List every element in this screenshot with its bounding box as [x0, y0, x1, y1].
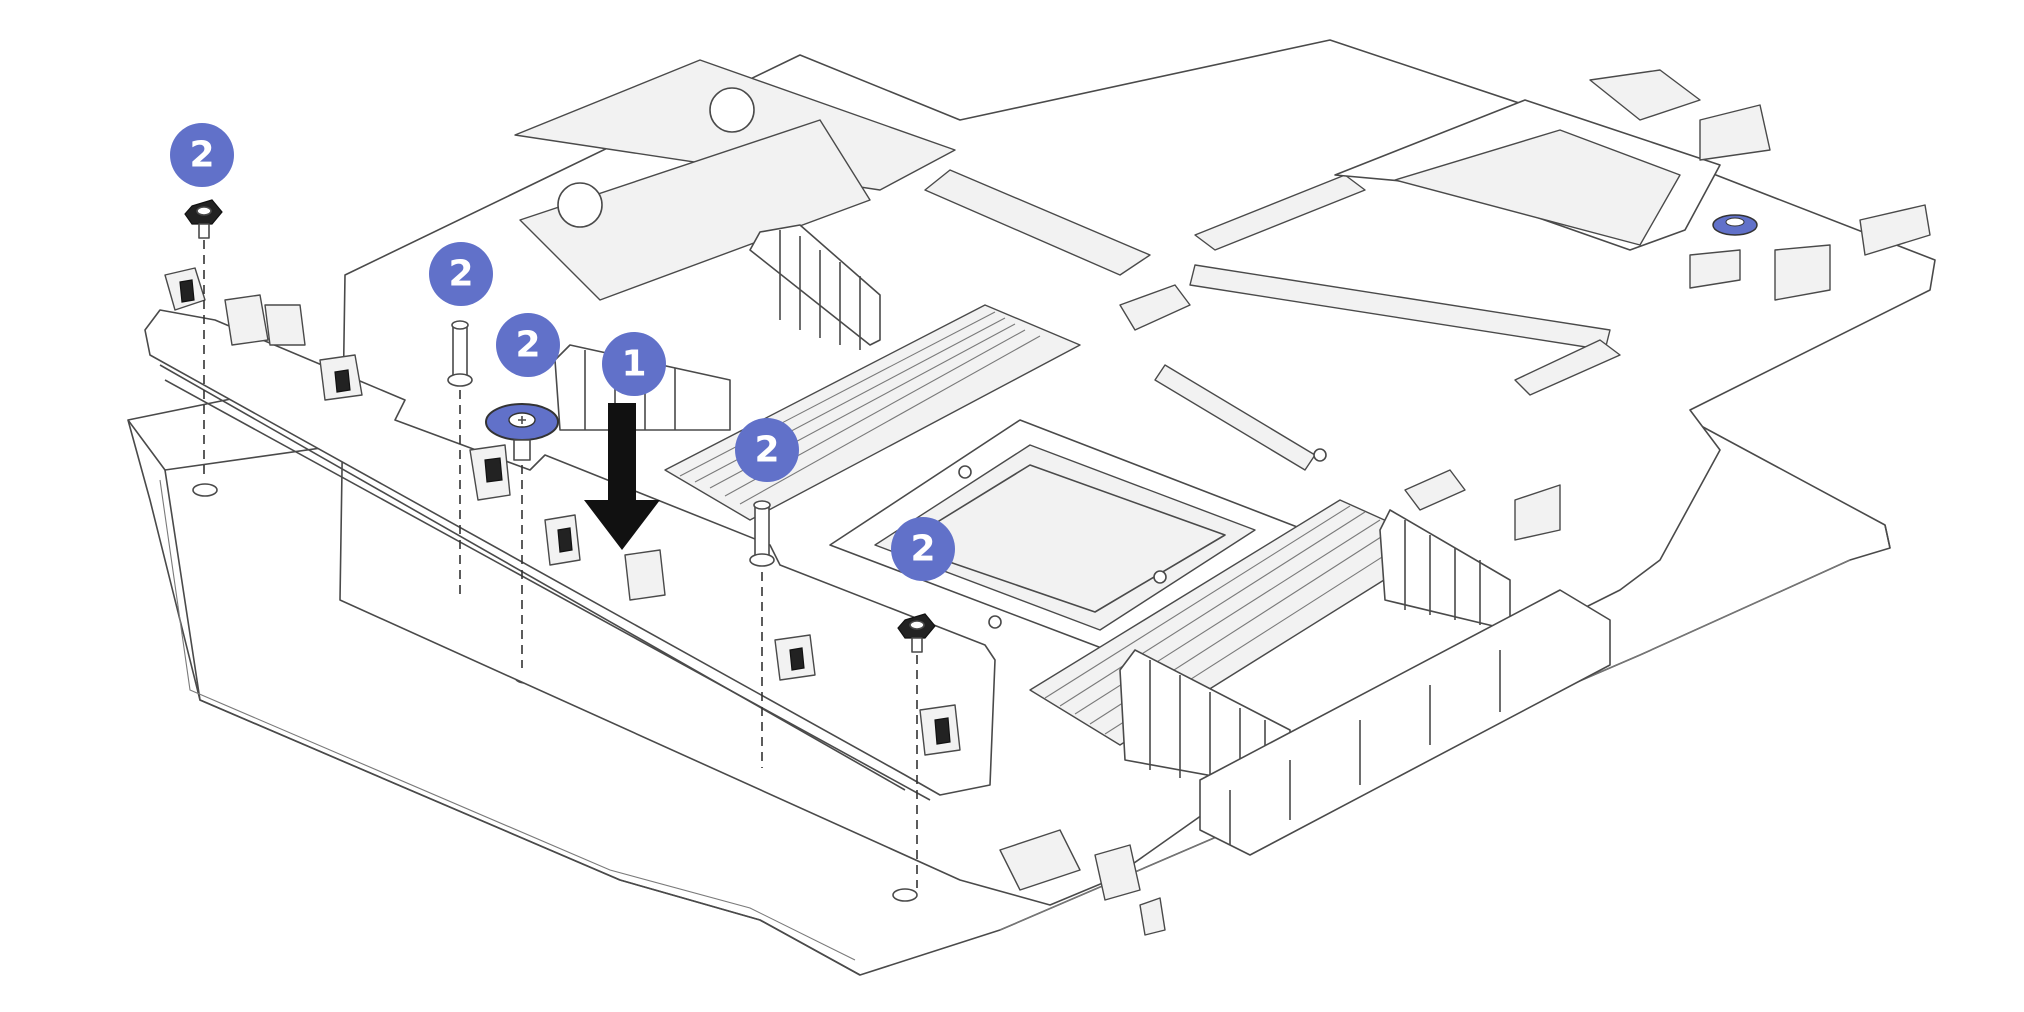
svg-text:2: 2: [515, 325, 540, 366]
release-plunger: [485, 403, 559, 461]
svg-text:2: 2: [189, 135, 214, 176]
step-callout-2: 2: [496, 313, 560, 377]
svg-text:1: 1: [621, 344, 646, 385]
guide-pin-right: [749, 500, 775, 567]
alignment-guides: [203, 240, 918, 888]
screw-left: [184, 199, 223, 239]
step-callout-2: 2: [735, 418, 799, 482]
backplane: [144, 267, 996, 801]
step-callout-2: 2: [429, 242, 493, 306]
screw-right: [897, 613, 936, 653]
guide-pin-left: [447, 320, 473, 387]
down-arrow-icon: [584, 403, 660, 550]
svg-text:2: 2: [910, 529, 935, 570]
step-callout-2: 2: [891, 517, 955, 581]
system-board: [339, 39, 1936, 936]
svg-text:2: 2: [754, 430, 779, 471]
step-callout-2: 2: [170, 123, 234, 187]
svg-text:2: 2: [448, 254, 473, 295]
step-callout-1: 1: [602, 332, 666, 396]
